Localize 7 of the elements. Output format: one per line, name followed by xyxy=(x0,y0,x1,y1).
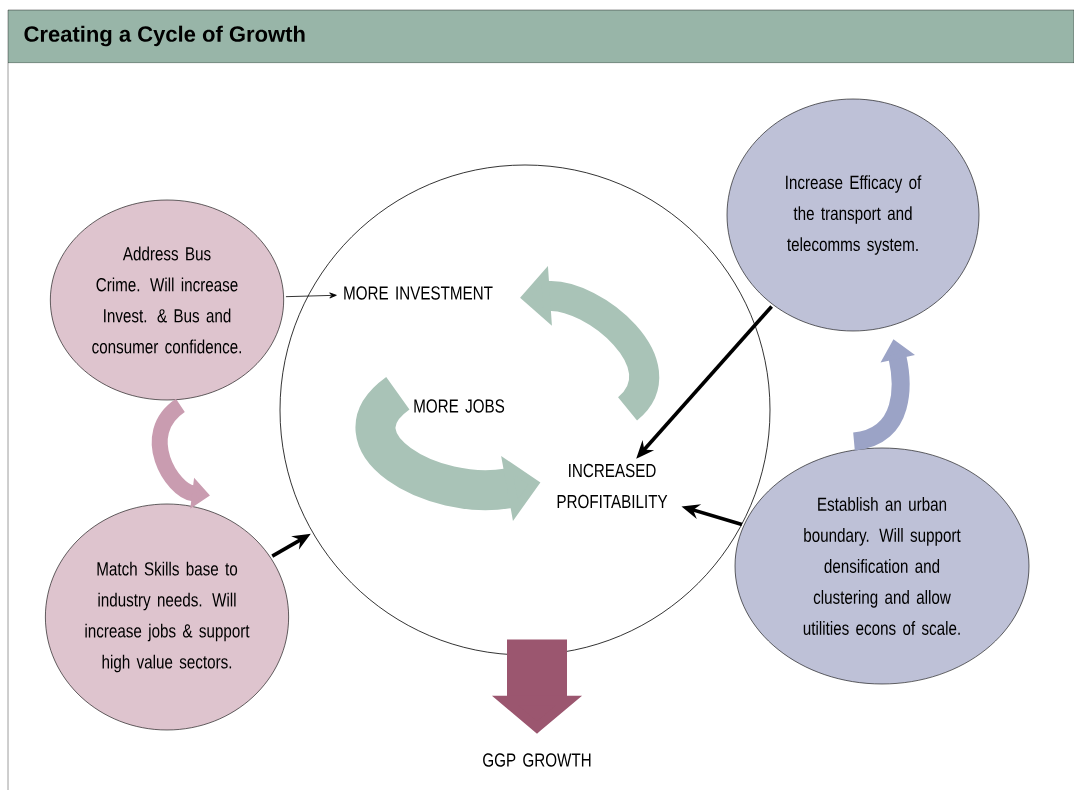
label-text: MORE INVESTMENT xyxy=(344,286,493,300)
title: Creating a Cycle of Growth xyxy=(24,25,305,47)
label-text: INCREASED PROFITABILITY xyxy=(557,463,668,509)
result-text: GGP GROWTH xyxy=(483,753,591,767)
label-text: MORE JOBS xyxy=(414,399,505,413)
cycle-circle xyxy=(279,164,771,656)
arrow xyxy=(285,292,337,299)
